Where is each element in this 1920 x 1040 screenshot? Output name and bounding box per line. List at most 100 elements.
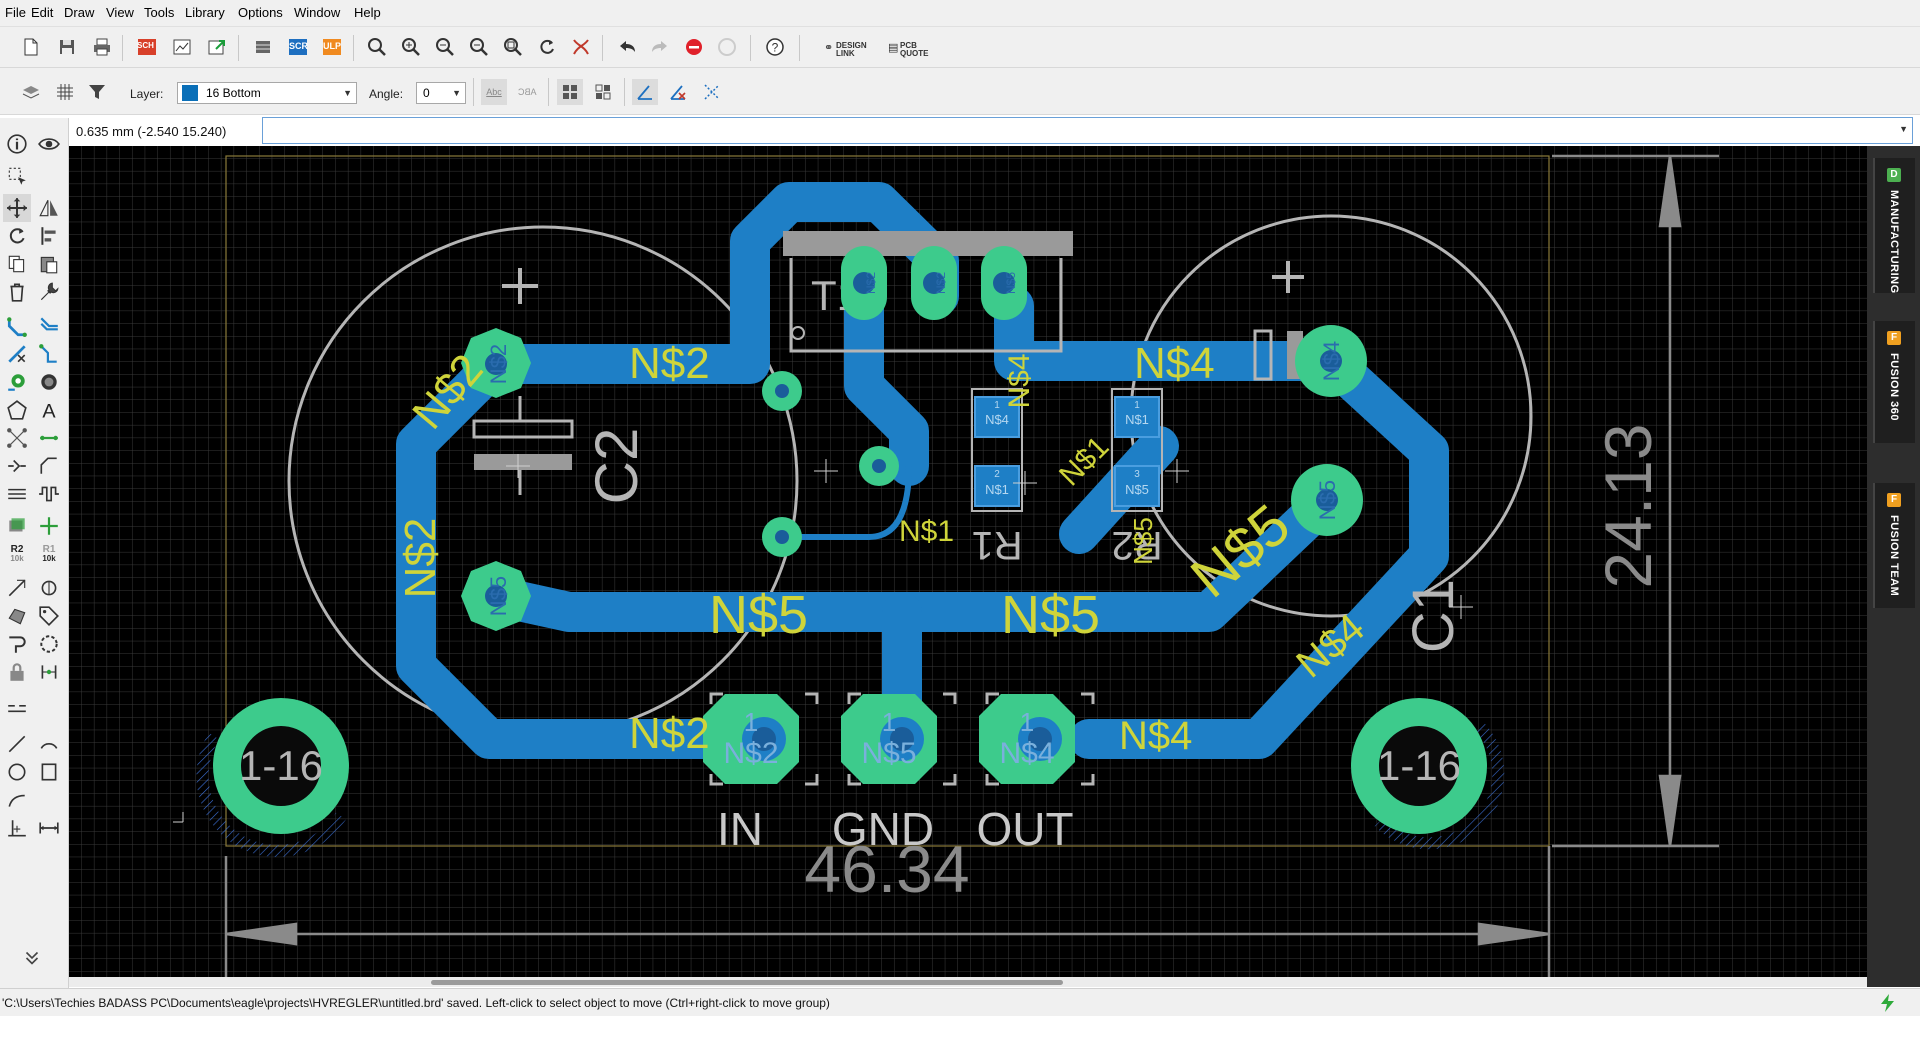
- route-multi-tool[interactable]: [35, 312, 63, 340]
- circle-select-tool[interactable]: [35, 630, 63, 658]
- copy-tool[interactable]: [3, 250, 31, 278]
- grid-button[interactable]: [52, 79, 78, 105]
- expand-palette-button[interactable]: [18, 944, 46, 972]
- pcb-quote-button[interactable]: ▤ PCB QUOTE: [888, 41, 929, 58]
- polygon-fill-tool[interactable]: [35, 368, 63, 396]
- pad-lock-tool[interactable]: [3, 658, 31, 686]
- cam-button[interactable]: [169, 34, 195, 60]
- optimize-tool[interactable]: [35, 340, 63, 368]
- chevron-down-icon[interactable]: ▼: [1899, 124, 1908, 134]
- spline-tool[interactable]: [3, 786, 31, 814]
- route-angle-button[interactable]: [632, 79, 658, 105]
- select-tool[interactable]: [3, 162, 31, 190]
- command-input[interactable]: [267, 118, 1891, 143]
- zoom-previous-button[interactable]: [466, 34, 492, 60]
- zoom-fit-button[interactable]: [364, 34, 390, 60]
- mark-tool[interactable]: [3, 814, 31, 842]
- change-tool[interactable]: [35, 278, 63, 306]
- ulp-button[interactable]: ULP: [319, 34, 345, 60]
- undo-button[interactable]: [614, 34, 640, 60]
- layout-view-a-button[interactable]: [557, 79, 583, 105]
- menu-draw[interactable]: Draw: [64, 5, 95, 20]
- print-button[interactable]: [89, 34, 115, 60]
- mirror-tool[interactable]: [35, 194, 63, 222]
- text-mirror-off-button[interactable]: Abc: [481, 79, 507, 105]
- stop-button[interactable]: [681, 34, 707, 60]
- board-canvas[interactable]: T1 C2 C1: [69, 146, 1867, 977]
- menu-view[interactable]: View: [106, 5, 134, 20]
- redraw-button[interactable]: [534, 34, 560, 60]
- new-file-button[interactable]: [18, 34, 44, 60]
- layer-select[interactable]: 16 Bottom ▼: [177, 82, 357, 104]
- menu-tools[interactable]: Tools: [144, 5, 175, 20]
- scr-button[interactable]: SCR: [285, 34, 311, 60]
- stack-button[interactable]: [250, 34, 276, 60]
- line-tool[interactable]: [3, 730, 31, 758]
- save-button[interactable]: [54, 34, 80, 60]
- meander-tool[interactable]: [3, 452, 31, 480]
- ripup-tool[interactable]: [3, 340, 31, 368]
- miter-tool[interactable]: [35, 452, 63, 480]
- rotate-tool[interactable]: [3, 222, 31, 250]
- layout-view-b-button[interactable]: [590, 79, 616, 105]
- ratsnest-tool[interactable]: [3, 424, 31, 452]
- menu-edit[interactable]: Edit: [31, 5, 54, 20]
- zoom-out-button[interactable]: [432, 34, 458, 60]
- design-link-button[interactable]: ⚭ DESIGN LINK: [824, 41, 867, 58]
- horizontal-scrollbar[interactable]: [69, 977, 1867, 987]
- zoom-in-button[interactable]: [398, 34, 424, 60]
- circle-tool[interactable]: [3, 758, 31, 786]
- menu-file[interactable]: File: [5, 5, 26, 20]
- menu-options[interactable]: Options: [238, 5, 283, 20]
- layers-button[interactable]: [18, 79, 44, 105]
- ratsnest-button[interactable]: [568, 34, 594, 60]
- command-line[interactable]: ▼: [262, 117, 1913, 144]
- rectangle-tool[interactable]: [35, 758, 63, 786]
- lock-tool[interactable]: [3, 602, 31, 630]
- route-tool[interactable]: [3, 312, 31, 340]
- board-drawing[interactable]: T1 C2 C1: [69, 146, 1867, 977]
- paste-tool[interactable]: [35, 250, 63, 278]
- menu-library[interactable]: Library: [185, 5, 225, 20]
- menu-help[interactable]: Help: [354, 5, 381, 20]
- replace-part-tool[interactable]: [35, 512, 63, 540]
- via-tool[interactable]: [3, 368, 31, 396]
- smash-tool[interactable]: [3, 574, 31, 602]
- lightning-icon[interactable]: [1878, 993, 1898, 1013]
- cut-tool[interactable]: [3, 630, 31, 658]
- info-tool[interactable]: [3, 130, 31, 158]
- tab-manufacturing[interactable]: D MANUFACTURING: [1873, 158, 1915, 294]
- diff-pair-tool[interactable]: [3, 480, 31, 508]
- attribute-tool[interactable]: [35, 602, 63, 630]
- text-tool[interactable]: A: [35, 396, 63, 424]
- dimension-gap-tool[interactable]: [3, 694, 31, 722]
- menu-window[interactable]: Window: [294, 5, 341, 20]
- polygon-tool[interactable]: [3, 396, 31, 424]
- show-tool[interactable]: [35, 130, 63, 158]
- tab-fusion-team[interactable]: F FUSION TEAM: [1873, 483, 1915, 608]
- text-mirror-on-button[interactable]: ABC: [517, 87, 537, 97]
- arc-tool[interactable]: [35, 730, 63, 758]
- tune-tool[interactable]: [35, 480, 63, 508]
- tab-fusion-360[interactable]: F FUSION 360: [1873, 321, 1915, 443]
- delete-tool[interactable]: [3, 278, 31, 306]
- route-angle-off-button[interactable]: [665, 79, 691, 105]
- route-free-button[interactable]: [699, 79, 725, 105]
- swap-tool[interactable]: [35, 658, 63, 686]
- redo-button[interactable]: [647, 34, 673, 60]
- move-tool[interactable]: [3, 194, 31, 222]
- align-tool[interactable]: [35, 222, 63, 250]
- filter-button[interactable]: [84, 79, 110, 105]
- zoom-select-button[interactable]: [500, 34, 526, 60]
- scrollbar-thumb[interactable]: [431, 980, 1063, 985]
- angle-select[interactable]: 0 ▼: [416, 82, 466, 104]
- add-part-tool[interactable]: [3, 512, 31, 540]
- dimension-tool[interactable]: [35, 814, 63, 842]
- signal-tool[interactable]: [35, 424, 63, 452]
- go-button[interactable]: [714, 34, 740, 60]
- split-tool[interactable]: [35, 574, 63, 602]
- sch-button[interactable]: SCH: [134, 34, 160, 60]
- export-button[interactable]: [204, 34, 230, 60]
